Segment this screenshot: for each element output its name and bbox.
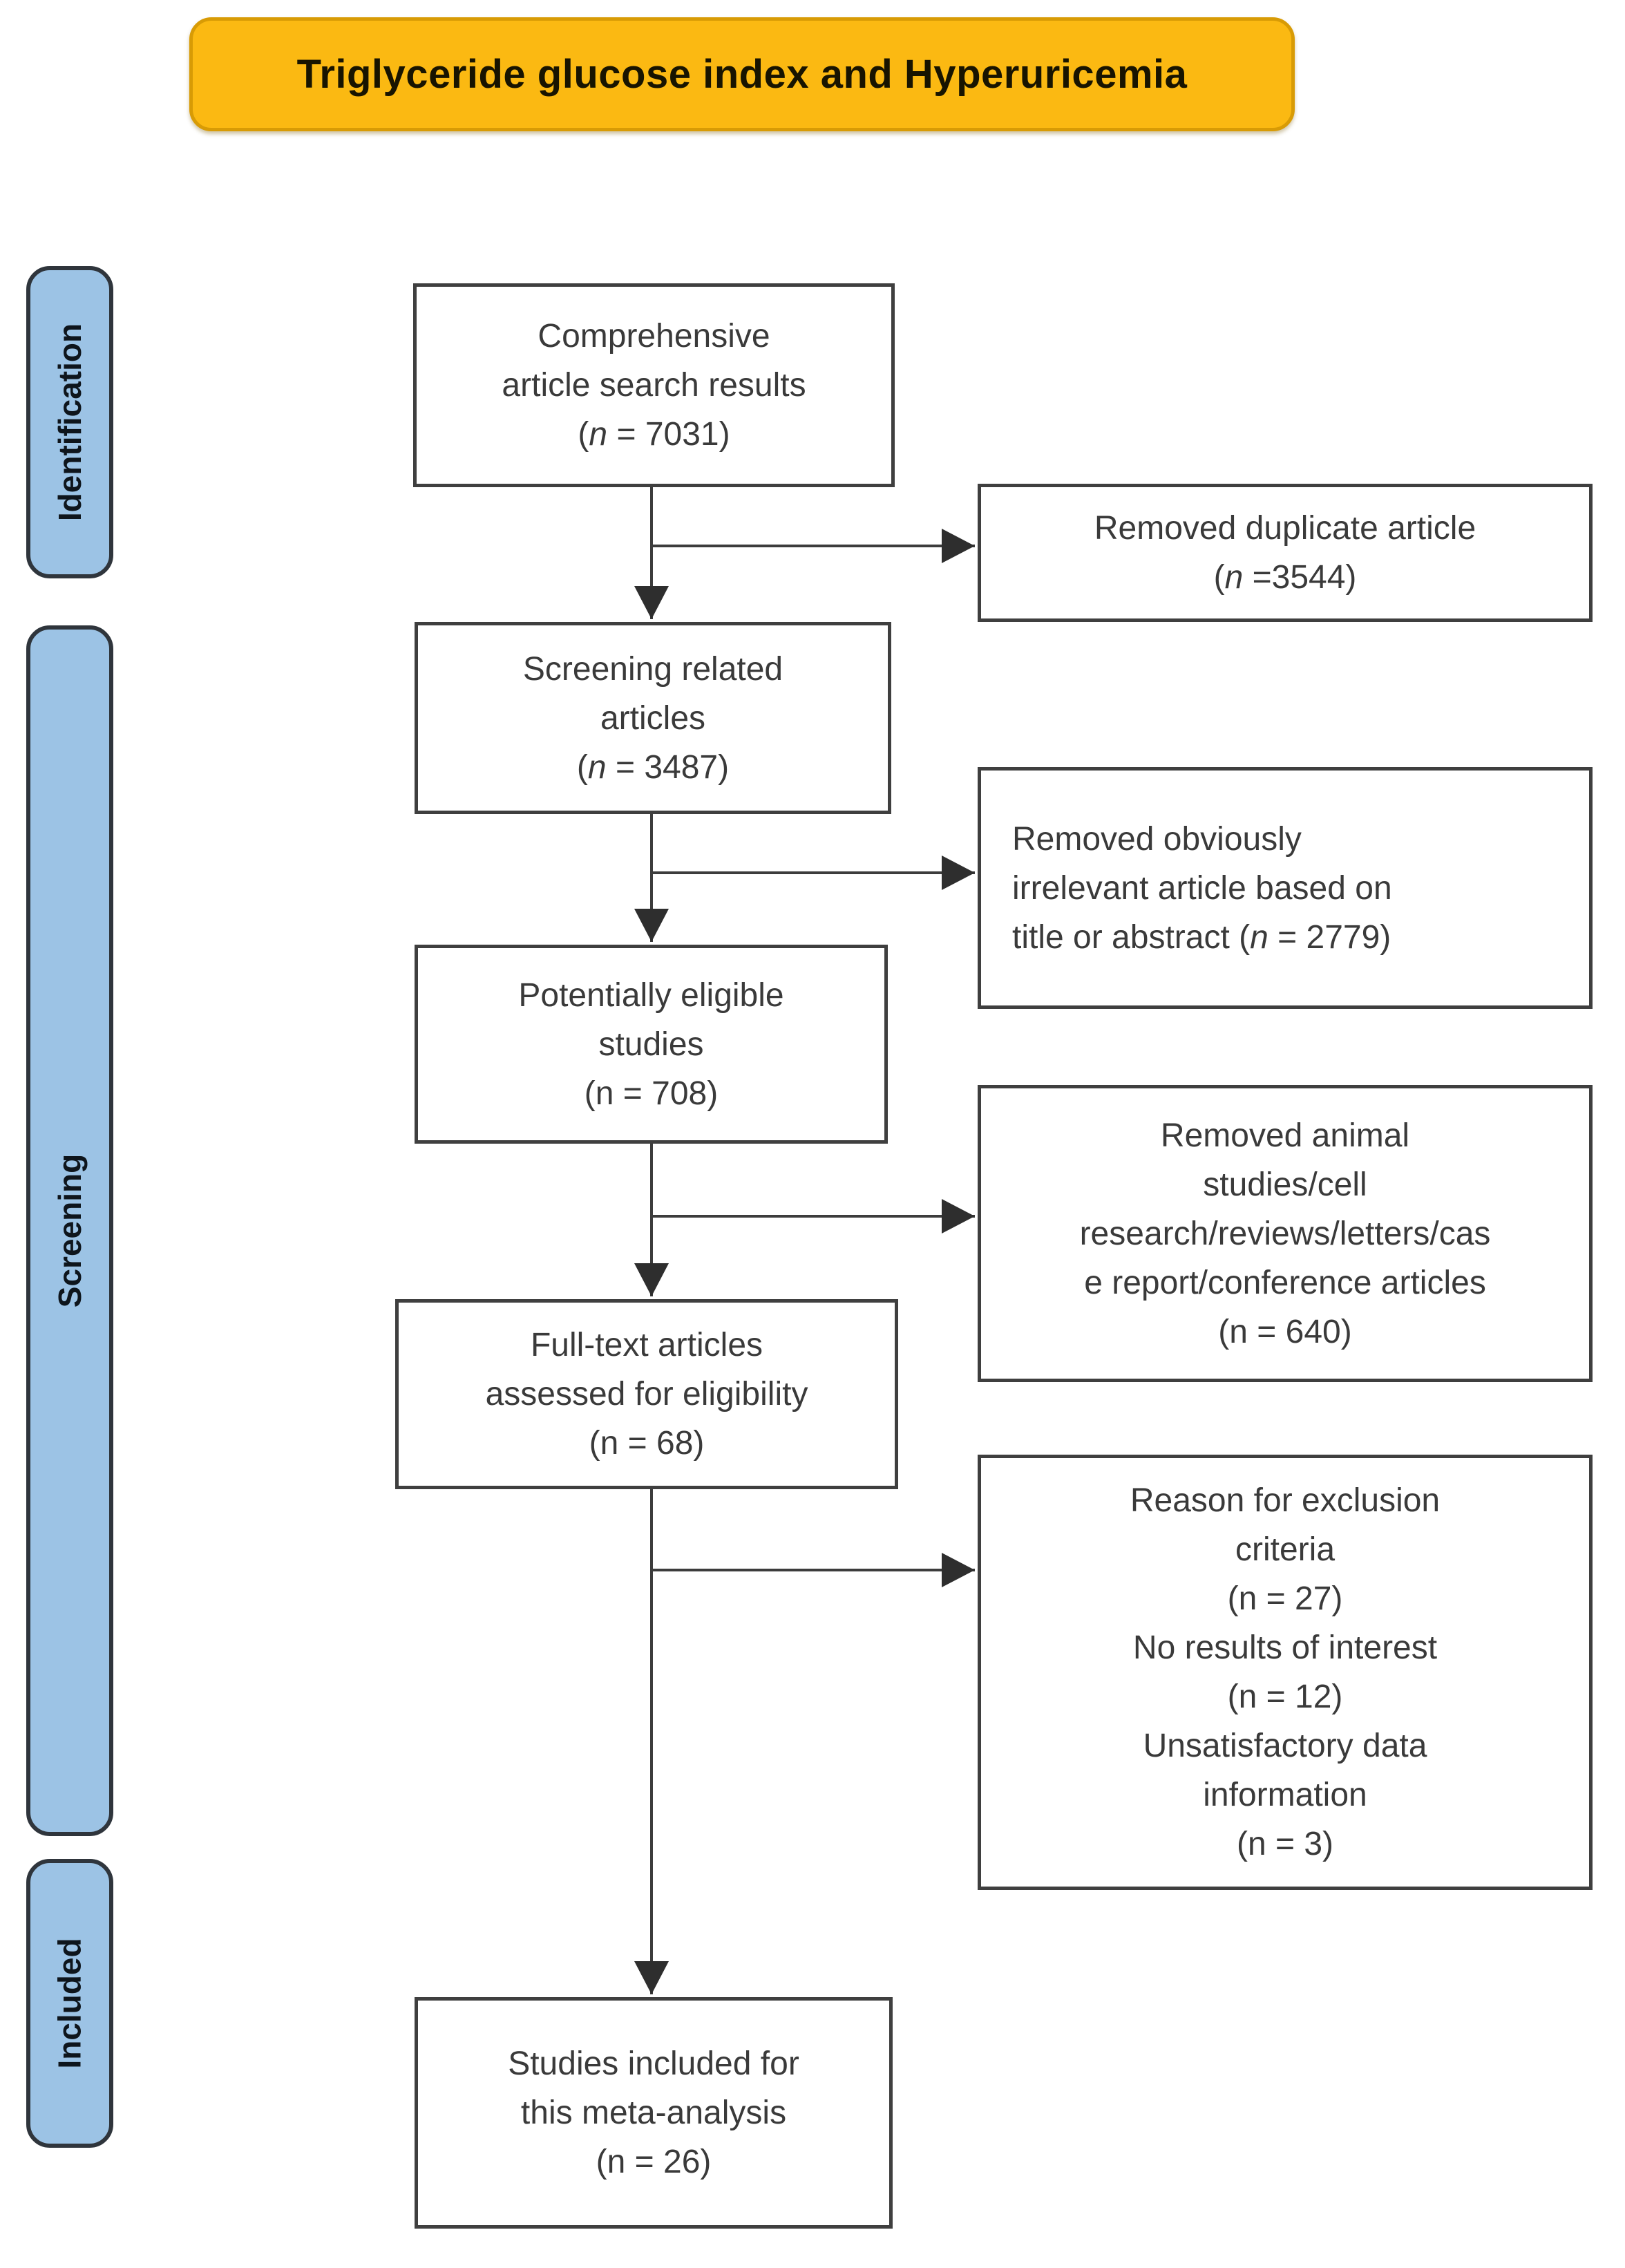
- stage-text-screening: Screening: [52, 1153, 88, 1308]
- box-text-line: articles: [600, 699, 706, 737]
- box-text-line: No results of interest: [1132, 1629, 1438, 1666]
- box-comprehensive-search: Comprehensive article search results (n = …: [413, 283, 895, 487]
- figure-title-banner: Triglyceride glucose index and Hyperuric…: [189, 17, 1295, 131]
- box-text-line: title or abstract (n = 2779): [1012, 918, 1391, 956]
- box-studies-included: Studies included for this meta-analysis (n…: [415, 1997, 893, 2229]
- box-text-line: (n = 3487): [576, 748, 730, 786]
- stage-text-identification: Identification: [52, 323, 88, 522]
- box-text-line: (n = 708): [584, 1075, 719, 1112]
- box-text-line: research/reviews/letters/cas: [1079, 1215, 1491, 1252]
- box-text-line: studies: [598, 1026, 704, 1063]
- box-text-line: Screening related: [522, 650, 783, 688]
- box-removed-duplicates: Removed duplicate article (n =3544): [978, 484, 1593, 622]
- box-text-line: criteria: [1235, 1531, 1336, 1568]
- box-text-line: Removed duplicate article: [1094, 510, 1476, 547]
- box-removed-irrelevant: Removed obviously irrelevant article base…: [978, 767, 1593, 1009]
- box-fulltext-assessed: Full-text articles assessed for eligibili…: [395, 1299, 898, 1489]
- box-text-line: Unsatisfactory data: [1143, 1728, 1427, 1764]
- box-text-line: article search results: [502, 367, 806, 404]
- box-screening-related: Screening related articles (n = 3487): [415, 622, 891, 814]
- box-text-line: this meta-analysis: [520, 2095, 787, 2131]
- box-text-line: studies/cell: [1203, 1166, 1367, 1203]
- stage-text-included: Included: [52, 1938, 88, 2069]
- stage-label-screening: Screening: [26, 625, 113, 1836]
- box-text-line: e report/conference articles: [1084, 1264, 1486, 1301]
- box-text-line: Removed obviously: [1012, 820, 1302, 858]
- box-text-line: (n = 3): [1236, 1826, 1334, 1862]
- box-text-line: (n = 26): [596, 2144, 712, 2180]
- stage-label-included: Included: [26, 1859, 113, 2148]
- box-text-line: Studies included for: [508, 2045, 799, 2082]
- figure-title: Triglyceride glucose index and Hyperuric…: [296, 52, 1188, 97]
- box-text-line: (n = 640): [1218, 1313, 1352, 1350]
- box-text-line: Removed animal: [1160, 1117, 1410, 1154]
- box-text-line: (n = 7031): [578, 416, 730, 453]
- box-exclusion-reasons: Reason for exclusion criteria (n = 27) No r…: [978, 1455, 1593, 1890]
- box-text-line: (n = 68): [589, 1425, 705, 1462]
- box-text-line: Comprehensive: [538, 318, 770, 355]
- box-text-line: information: [1203, 1777, 1367, 1813]
- stage-label-identification: Identification: [26, 266, 113, 578]
- box-text-line: assessed for eligibility: [485, 1376, 808, 1412]
- box-text-line: Reason for exclusion: [1130, 1482, 1441, 1519]
- box-potentially-eligible: Potentially eligible studies (n = 708): [415, 945, 888, 1144]
- box-text-line: irrelevant article based on: [1012, 869, 1392, 907]
- box-text-line: (n =3544): [1213, 559, 1357, 596]
- box-text-line: (n = 27): [1227, 1580, 1343, 1617]
- box-text-line: Full-text articles: [530, 1327, 763, 1363]
- box-removed-article-types: Removed animal studies/cell research/revie…: [978, 1085, 1593, 1382]
- box-text-line: Potentially eligible: [518, 976, 784, 1014]
- box-text-line: (n = 12): [1227, 1679, 1343, 1715]
